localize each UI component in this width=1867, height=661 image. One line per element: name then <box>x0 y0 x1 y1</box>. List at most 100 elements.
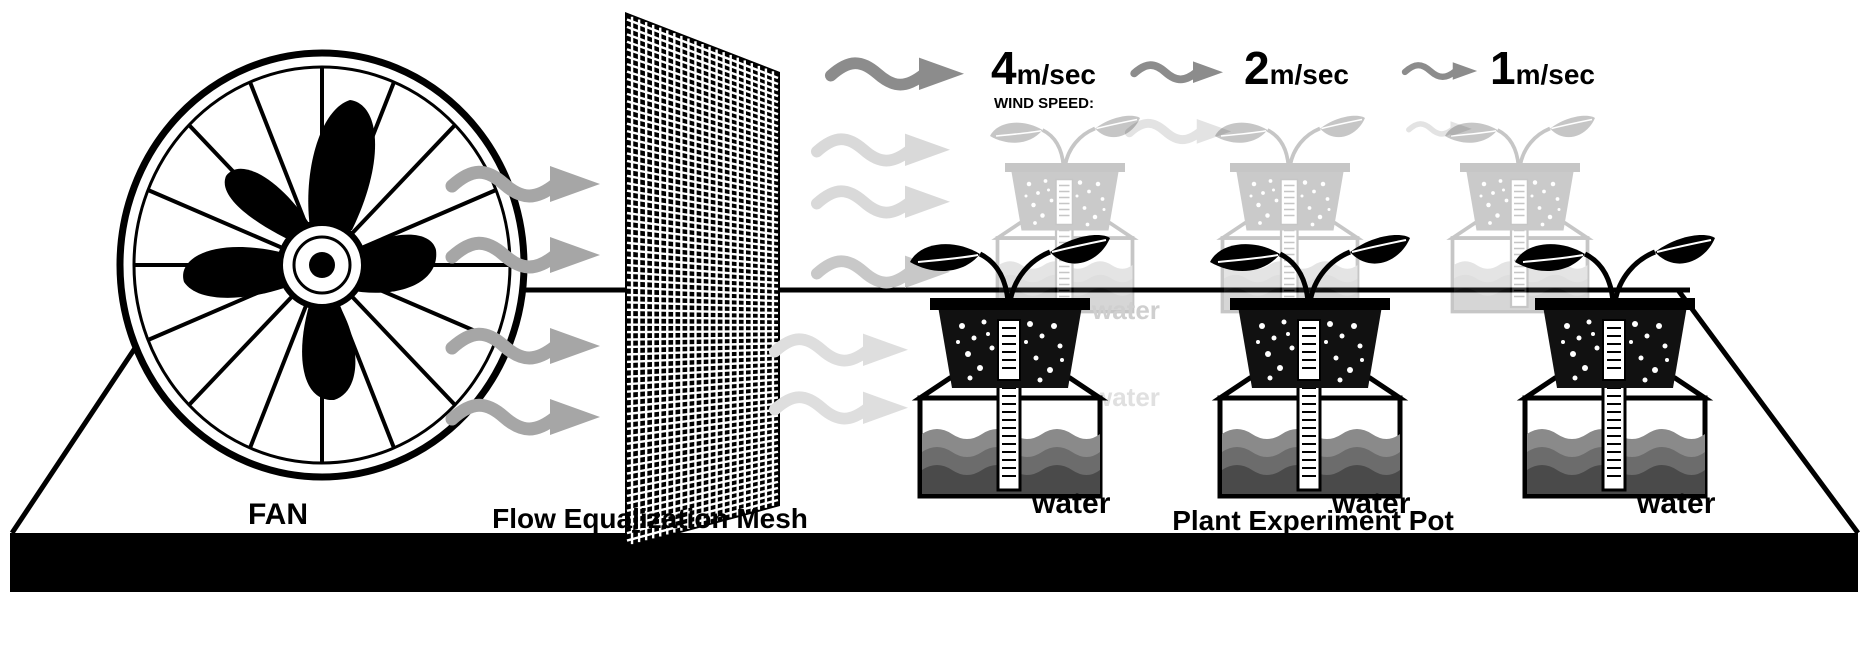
mesh-line <box>626 462 779 498</box>
mesh-line <box>626 167 779 200</box>
mesh-line <box>626 249 779 267</box>
mesh-line <box>626 122 779 164</box>
mesh-line <box>626 492 779 535</box>
mesh-line <box>626 100 779 146</box>
wavy-arrow-icon <box>775 392 908 424</box>
mesh-line <box>626 480 779 520</box>
mesh-line <box>626 219 779 242</box>
mesh-line <box>626 456 779 490</box>
mesh-title: Flow Equalization Mesh <box>492 503 808 534</box>
mesh-line <box>626 286 779 297</box>
mesh-line <box>626 40 779 98</box>
mesh-line <box>626 115 779 158</box>
mesh-line <box>626 18 779 80</box>
plant-pot-icon <box>1443 113 1597 314</box>
mesh-line <box>626 450 779 483</box>
mesh-line <box>626 271 779 285</box>
wind-speed-caption: WIND SPEED: <box>994 95 1094 112</box>
mesh-line <box>626 204 779 230</box>
ghost-pots <box>988 113 1597 314</box>
mesh-line <box>626 144 779 182</box>
mesh-line <box>626 354 779 364</box>
mesh-line <box>626 474 779 512</box>
mesh-line <box>626 432 779 460</box>
mesh-line <box>626 308 779 315</box>
water-label-2: water <box>1331 487 1411 520</box>
mesh-line <box>626 62 779 116</box>
mesh-line <box>626 384 779 401</box>
mesh-line <box>626 438 779 468</box>
water-label-3: water <box>1636 487 1716 520</box>
mesh-line <box>626 159 779 194</box>
speed-value-1: 4m/sec <box>991 42 1096 94</box>
mesh-line <box>626 25 779 86</box>
plant-pot-3: water <box>1515 235 1716 520</box>
mesh-line <box>626 129 779 170</box>
mesh-line <box>626 55 779 110</box>
mesh-line <box>626 211 779 236</box>
wavy-arrow-icon <box>1129 119 1231 144</box>
mesh-line <box>626 137 779 176</box>
plant-pot-icon <box>988 113 1142 314</box>
mesh-line <box>626 426 779 453</box>
mesh-line <box>626 366 779 378</box>
plant-pot-icon <box>1213 113 1367 314</box>
speed-row: 4m/sec WIND SPEED: 2m/sec 1m/sec <box>831 42 1595 112</box>
water-label-1: water <box>1031 487 1111 520</box>
mesh-icon <box>625 12 780 548</box>
mesh-line <box>626 152 779 188</box>
mesh-line <box>626 402 779 423</box>
mesh-line <box>626 278 779 291</box>
mesh-line <box>626 70 779 122</box>
mesh-line <box>626 293 779 303</box>
wavy-arrow-icon <box>1405 62 1477 80</box>
wavy-arrow-icon <box>831 58 964 90</box>
mesh-line <box>626 498 779 542</box>
mesh-line <box>626 241 779 261</box>
plant-pot-1: water <box>910 235 1111 520</box>
mesh-line <box>626 414 779 438</box>
ghost-water-label-1: water <box>1091 295 1160 325</box>
fan-title: FAN <box>248 498 308 531</box>
mesh-line <box>626 301 779 309</box>
mesh-line <box>626 174 779 206</box>
speed-value-3: 1m/sec <box>1490 42 1595 94</box>
mesh-line <box>626 85 779 134</box>
mesh-line <box>626 468 779 505</box>
mesh-line <box>626 77 779 128</box>
mesh-line <box>626 107 779 152</box>
wavy-arrow-icon <box>452 399 600 435</box>
mesh-line <box>626 33 779 92</box>
mesh-line <box>626 408 779 431</box>
mesh-line <box>626 396 779 416</box>
mesh-line <box>626 336 779 341</box>
mesh-line <box>626 348 779 356</box>
mesh-line <box>626 329 779 334</box>
mesh-line <box>626 256 779 273</box>
mesh-line <box>626 196 779 224</box>
ghost-water-labels: water water <box>1091 295 1160 412</box>
mesh-line <box>626 234 779 255</box>
mesh-line <box>626 342 779 349</box>
wavy-arrow-icon <box>817 186 950 218</box>
fan-subtitle: (Large Size) <box>209 590 345 617</box>
mesh-line <box>626 323 779 327</box>
mesh-line <box>626 316 779 321</box>
mesh-line <box>626 189 779 218</box>
mesh-line <box>626 378 779 393</box>
pot-subtitle: (Spiraea×bumalda/ Pachysandra terminalis… <box>947 590 1690 616</box>
mesh-line <box>626 226 779 248</box>
wavy-arrow-icon <box>1134 61 1223 83</box>
speed-value-2: 2m/sec <box>1244 42 1349 94</box>
mesh-line <box>626 360 779 371</box>
mesh-subtitle: (windbreak net -2mm x 3mm) <box>483 588 818 618</box>
mesh-line <box>626 486 779 527</box>
mesh-line <box>626 444 779 475</box>
mesh-line <box>626 372 779 386</box>
pot-title: Plant Experiment Pot <box>1172 505 1454 536</box>
mesh-line <box>626 390 779 408</box>
mesh-line <box>626 263 779 279</box>
mesh-line <box>626 420 779 445</box>
mesh-line <box>626 182 779 212</box>
